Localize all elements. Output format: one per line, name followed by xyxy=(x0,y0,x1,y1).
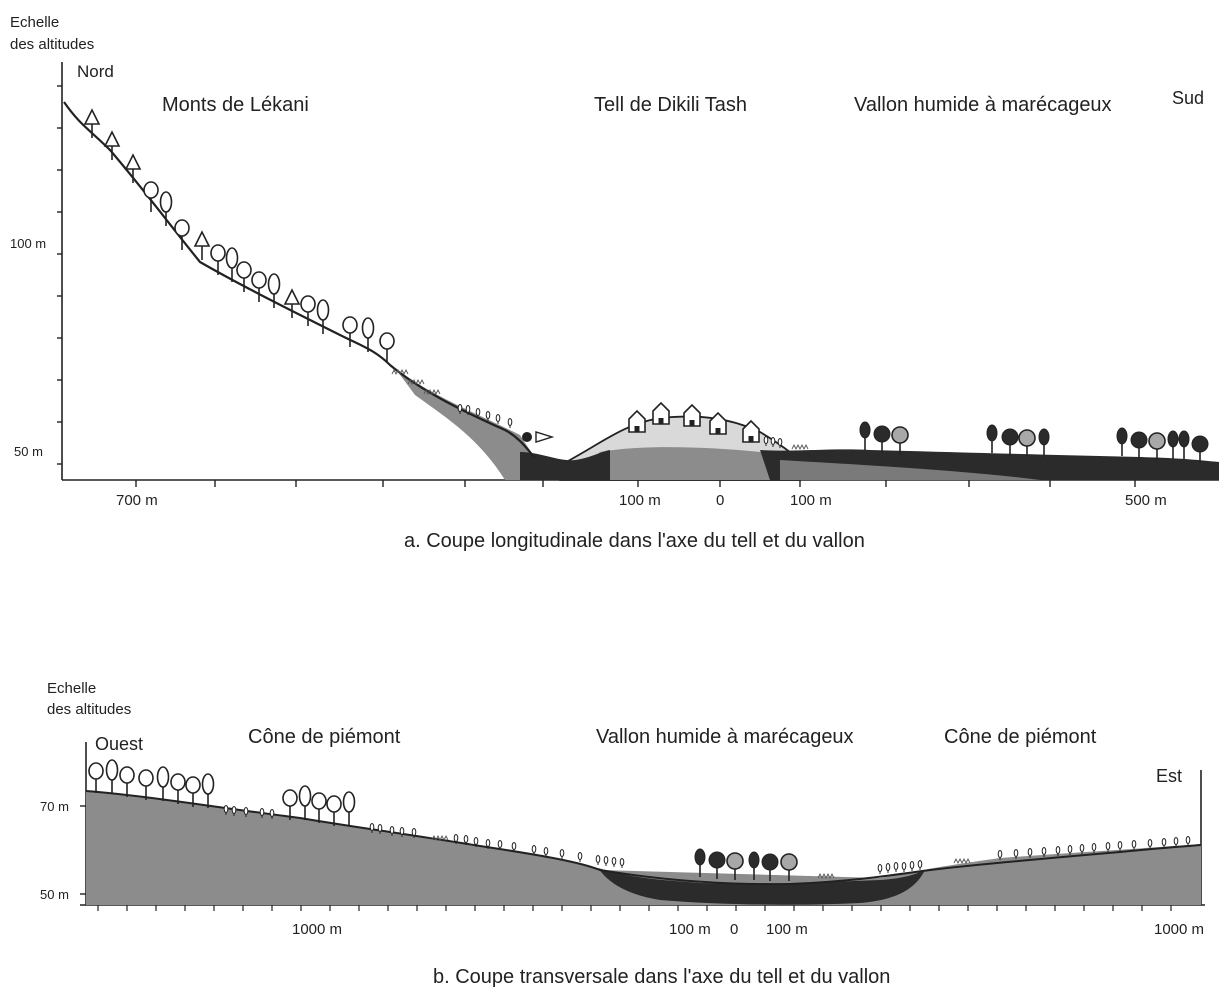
section-a-x-label-100-right: 100 m xyxy=(790,492,832,509)
section-b-scale-line2: des altitudes xyxy=(47,701,132,718)
section-b-caption: b. Coupe transversale dans l'axe du tell… xyxy=(433,966,891,988)
valley-gray-sediment xyxy=(780,460,1040,480)
region-valley-b: Vallon humide à marécageux xyxy=(596,726,854,748)
south-label: Sud xyxy=(1172,88,1205,108)
region-cone-left: Cône de piémont xyxy=(248,726,401,748)
east-label: Est xyxy=(1156,766,1183,786)
section-b-y-tick-70: 70 m xyxy=(40,799,69,814)
section-a-y-tick-50: 50 m xyxy=(14,444,43,459)
section-a-caption: a. Coupe longitudinale dans l'axe du tel… xyxy=(404,530,865,552)
section-a-x-label-100-left: 100 m xyxy=(619,492,661,509)
section-b-marsh-fill xyxy=(598,868,925,905)
region-valley-a: Vallon humide à marécageux xyxy=(854,94,1112,116)
marker-dot xyxy=(522,432,532,442)
section-b-y-tick-50: 50 m xyxy=(40,887,69,902)
section-a-y-ticks xyxy=(57,85,62,465)
section-b-ground-line xyxy=(85,790,1202,886)
section-a-x-ticks xyxy=(135,480,1136,487)
valley-dark-fill xyxy=(520,450,610,480)
section-a-y-tick-100: 100 m xyxy=(10,236,47,251)
section-b-gray-fill xyxy=(86,791,1201,905)
section-b-x-label-1000-right: 1000 m xyxy=(1154,921,1205,938)
region-mountains: Monts de Lékani xyxy=(162,94,309,116)
section-b-scale-line1: Echelle xyxy=(47,680,97,697)
section-a-x-label-700: 700 m xyxy=(116,492,158,509)
section-a-terrain xyxy=(63,101,1219,481)
region-tell: Tell de Dikili Tash xyxy=(594,94,748,116)
section-a-slope-grass xyxy=(391,369,555,443)
section-b-x-label-100-right: 100 m xyxy=(766,921,808,938)
section-b-x-label-100-left: 100 m xyxy=(669,921,711,938)
section-b-terrain xyxy=(85,790,1202,905)
west-label: Ouest xyxy=(95,734,144,754)
section-b-x-label-zero: 0 xyxy=(730,921,739,938)
section-b-x-label-1000-left: 1000 m xyxy=(292,921,343,938)
section-a-x-label-500: 500 m xyxy=(1125,492,1167,509)
section-a-mountain-trees xyxy=(84,109,395,364)
section-a-ground-line xyxy=(63,101,536,459)
tell-inner-layer xyxy=(570,447,800,480)
section-b-x-ticks xyxy=(97,905,1172,911)
section-a-x-label-zero: 0 xyxy=(716,492,725,509)
section-a-scale-line2: des altitudes xyxy=(10,36,95,53)
north-label: Nord xyxy=(77,62,114,81)
slope-gray-deposit xyxy=(395,368,533,480)
region-cone-right: Cône de piémont xyxy=(944,726,1097,748)
marker-triangle xyxy=(535,431,555,443)
section-a-scale-line1: Echelle xyxy=(10,14,60,31)
